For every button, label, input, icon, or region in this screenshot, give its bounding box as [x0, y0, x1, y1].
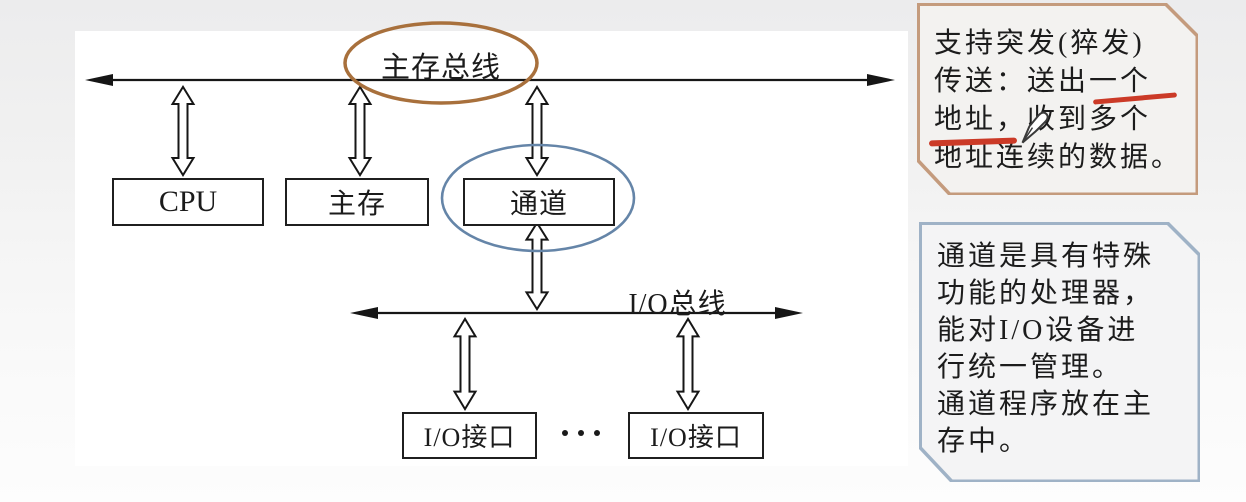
main-memory-box: 主存 — [285, 178, 429, 226]
note-burst-line: 地址连续的数据。 — [934, 142, 1183, 173]
ellipsis-dots — [562, 430, 600, 436]
cpu-box: CPU — [112, 178, 264, 226]
channel-box-label: 通道 — [509, 189, 568, 220]
note-channel-line: 通道程序放在主 — [937, 389, 1155, 420]
io-bus-label: I/O总线 — [628, 289, 727, 320]
note-channel-line: 通道是具有特殊 — [937, 241, 1155, 272]
diagram-panel — [75, 31, 908, 466]
pen-cursor-icon — [1021, 111, 1049, 144]
main-memory-box-label: 主存 — [327, 189, 386, 220]
note-channel-line: 功能的处理器， — [937, 278, 1155, 309]
note-channel-text: 通道是具有特殊 功能的处理器， 能对I/O设备进 行统一管理。 通道程序放在主 … — [919, 222, 1200, 482]
note-channel-description: 通道是具有特殊 功能的处理器， 能对I/O设备进 行统一管理。 通道程序放在主 … — [919, 222, 1200, 482]
io-interface-box-1-label: I/O接口 — [423, 423, 516, 452]
io-interface-box-2: I/O接口 — [628, 412, 764, 459]
note-channel-fill — [922, 225, 1198, 480]
note-burst-line: 传送：送出一个 — [934, 66, 1152, 97]
cpu-box-label: CPU — [158, 185, 218, 218]
note-channel-line: 存中。 — [937, 426, 1031, 457]
io-interface-box-2-label: I/O接口 — [650, 423, 742, 452]
note-channel-line: 能对I/O设备进 — [937, 315, 1139, 346]
main-bus-label: 主存总线 — [380, 52, 501, 84]
note-burst-transfer: 支持突发(猝发) 传送：送出一个 地址，收到多个 地址连续的数据。 — [917, 3, 1198, 195]
note-burst-line: 支持突发(猝发) — [934, 28, 1145, 59]
note-burst-line: 地址，收到多个 — [934, 101, 1198, 139]
io-interface-box-1: I/O接口 — [402, 412, 537, 459]
note-channel-line: 行统一管理。 — [937, 352, 1124, 383]
channel-box: 通道 — [463, 178, 615, 226]
